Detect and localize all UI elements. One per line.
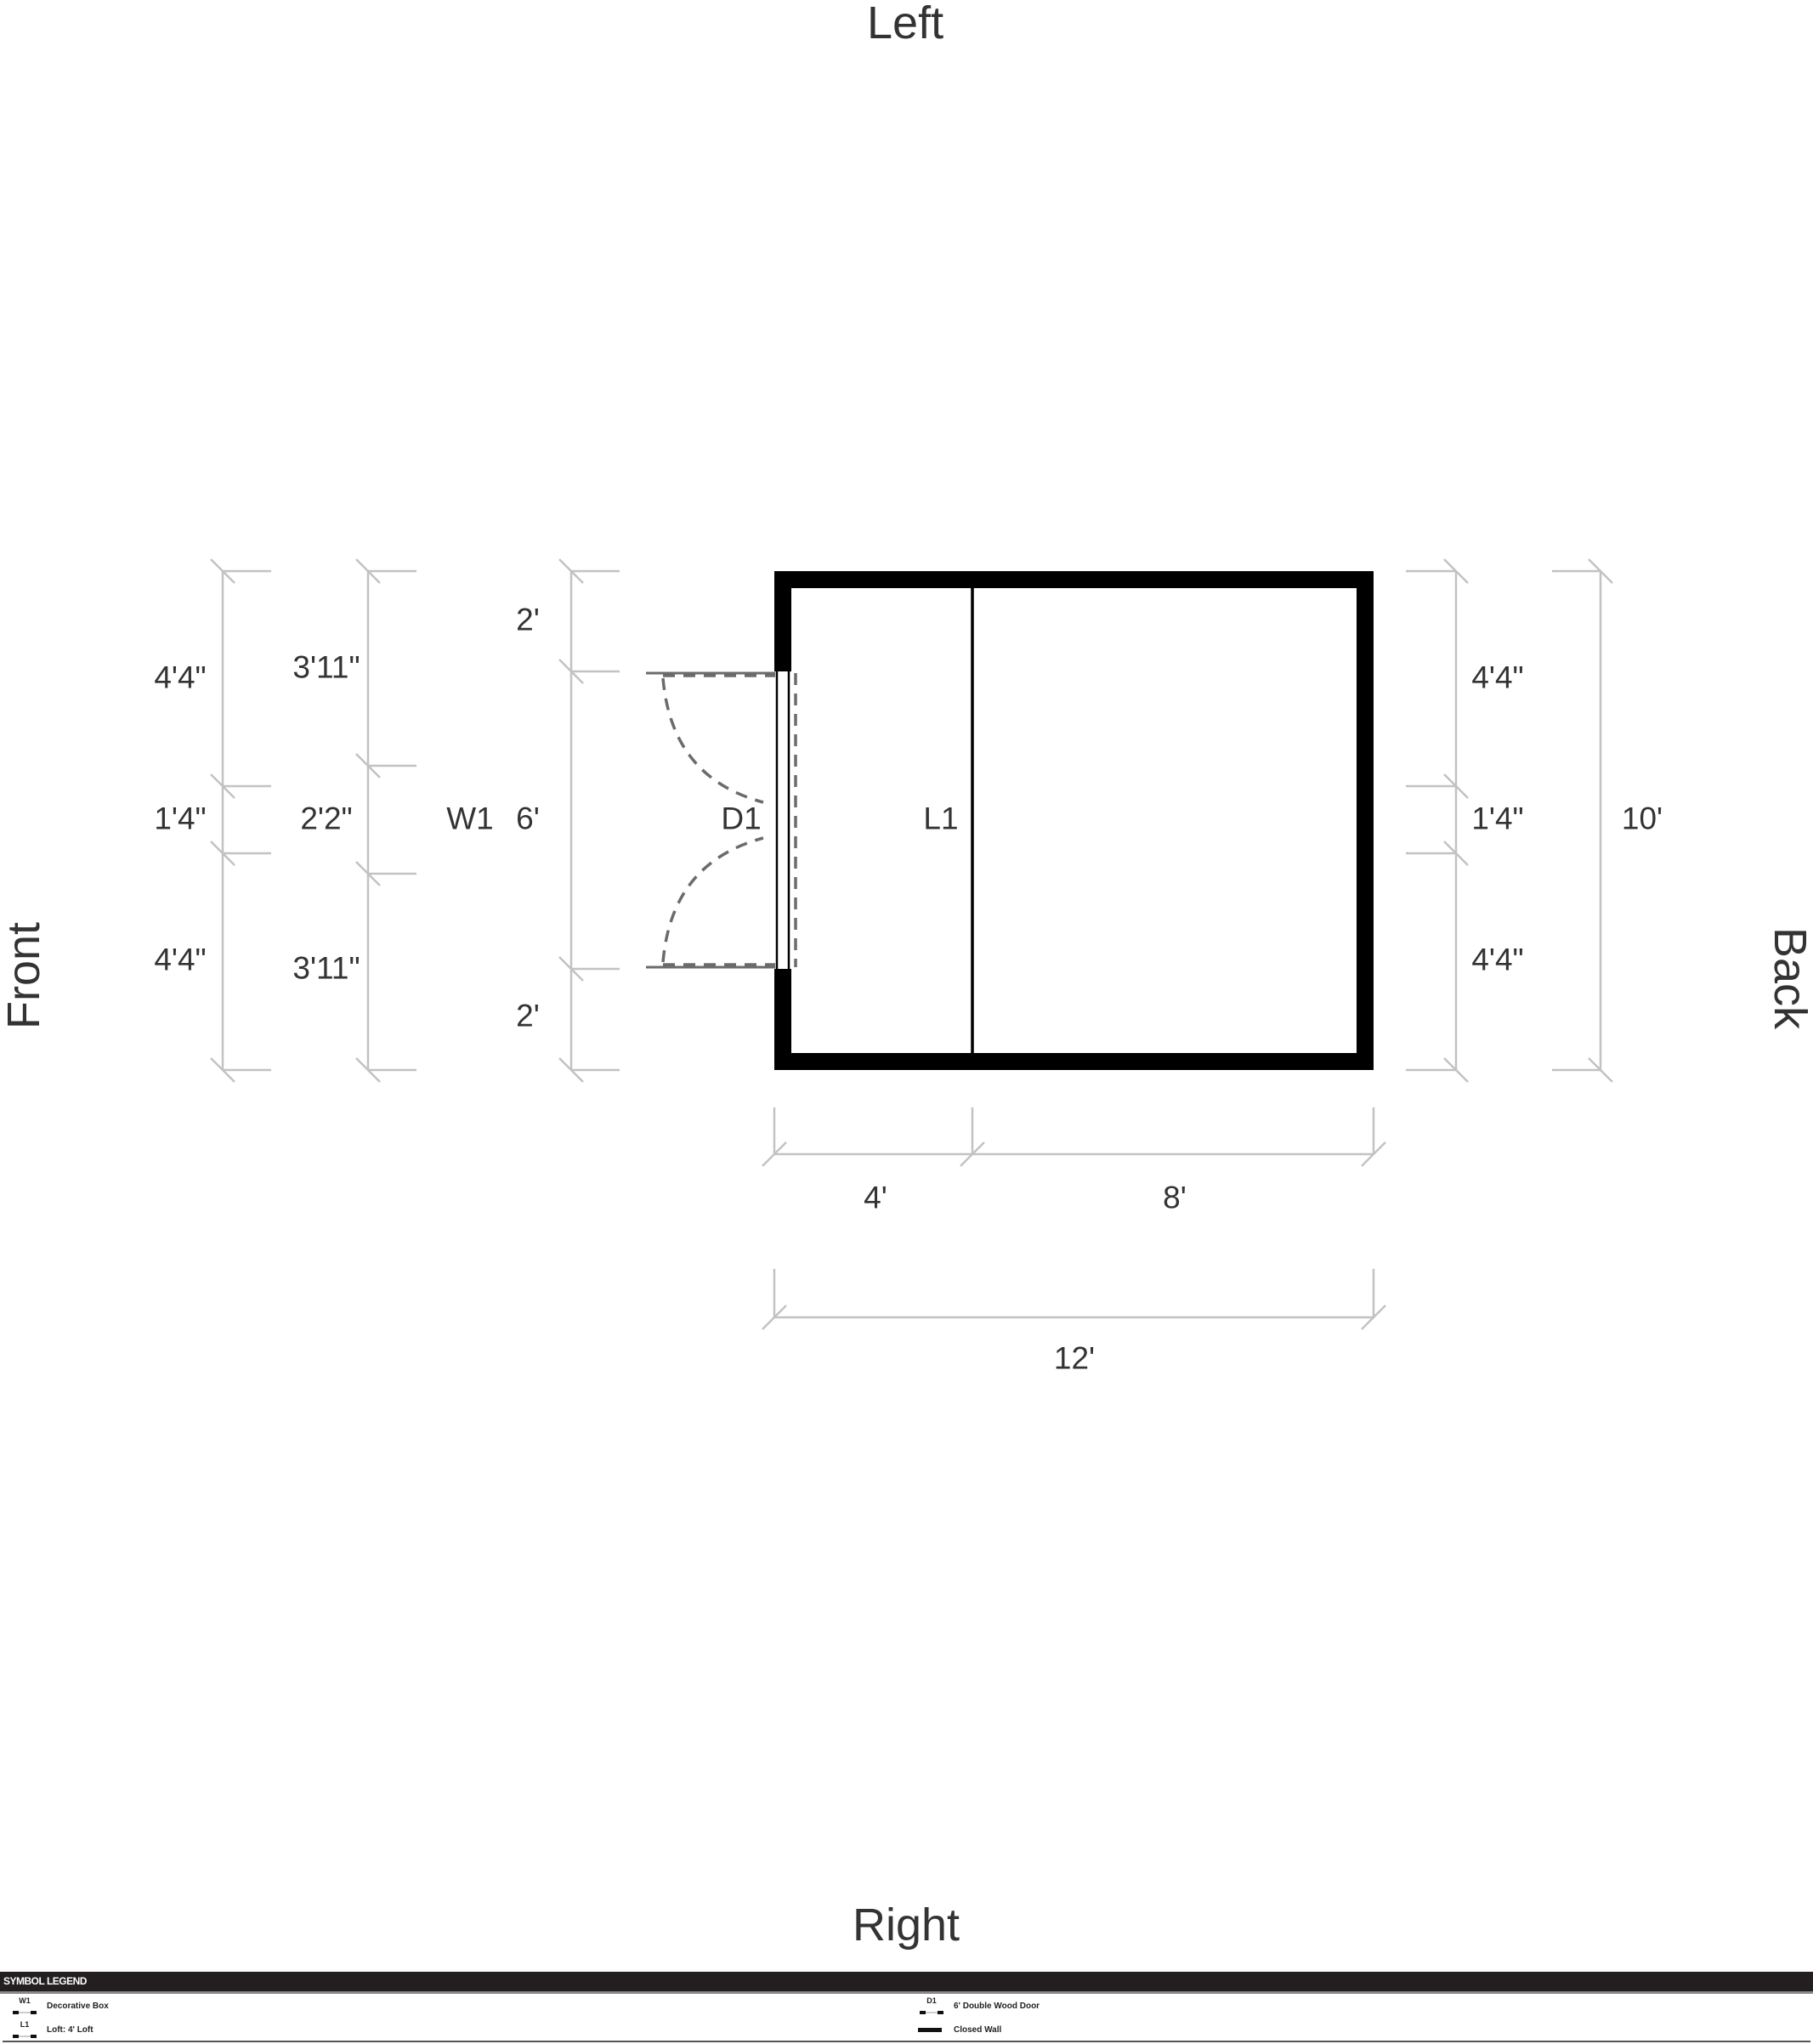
double-door-symbol: [646, 671, 797, 969]
orientation-top-label: Left: [867, 0, 944, 48]
orientation-right-label: Back: [1765, 926, 1813, 1030]
dim-label-total-depth: 10': [1621, 801, 1663, 836]
loft-tag-l1: L1: [923, 801, 959, 836]
dim-label: 4'4": [1471, 942, 1524, 977]
dim-label: 8': [1163, 1180, 1187, 1215]
door-tag-d1: D1: [721, 801, 762, 836]
dim-label: 1'4": [1471, 801, 1524, 836]
dim-label: 4'4": [1471, 660, 1524, 695]
dim-label: 4'4": [154, 660, 207, 695]
orientation-left-label: Front: [0, 921, 49, 1030]
legend-item-closed-wall: Closed Wall: [918, 2019, 1001, 2040]
dim-label: 2'2": [300, 801, 353, 836]
dim-label: 2': [516, 602, 540, 637]
door-symbol-icon: D1: [918, 1996, 945, 2016]
floor-plan-drawing: [210, 558, 1613, 1330]
legend-item-w1: W1 Decorative Box: [11, 1996, 109, 2016]
legend-title: SYMBOL LEGEND: [0, 1972, 1813, 1994]
orientation-bottom-label: Right: [853, 1900, 960, 1951]
legend-item-l1: L1 Loft: 4' Loft: [11, 2019, 93, 2040]
loft-symbol-icon: L1: [11, 2019, 38, 2040]
symbol-legend: SYMBOL LEGEND W1 Decorative Box L1 Loft:…: [0, 1972, 1813, 2044]
dim-label: 6': [516, 801, 540, 836]
dim-label: 1'4": [154, 801, 207, 836]
dim-label: 3'11": [292, 649, 360, 685]
dim-label-total-width: 12': [1053, 1340, 1096, 1376]
dim-label: 4'4": [154, 942, 207, 977]
window-symbol-icon: W1: [11, 1996, 38, 2016]
closed-wall-icon: [918, 2019, 945, 2040]
dim-label: 4': [864, 1180, 887, 1215]
dim-label: 3'11": [292, 950, 360, 986]
window-tag-w1: W1: [446, 801, 494, 836]
dimension-lines: [210, 558, 1613, 1330]
dim-label: 2': [516, 998, 540, 1033]
legend-item-d1: D1 6' Double Wood Door: [918, 1996, 1040, 2016]
closed-walls: [774, 571, 1374, 1070]
